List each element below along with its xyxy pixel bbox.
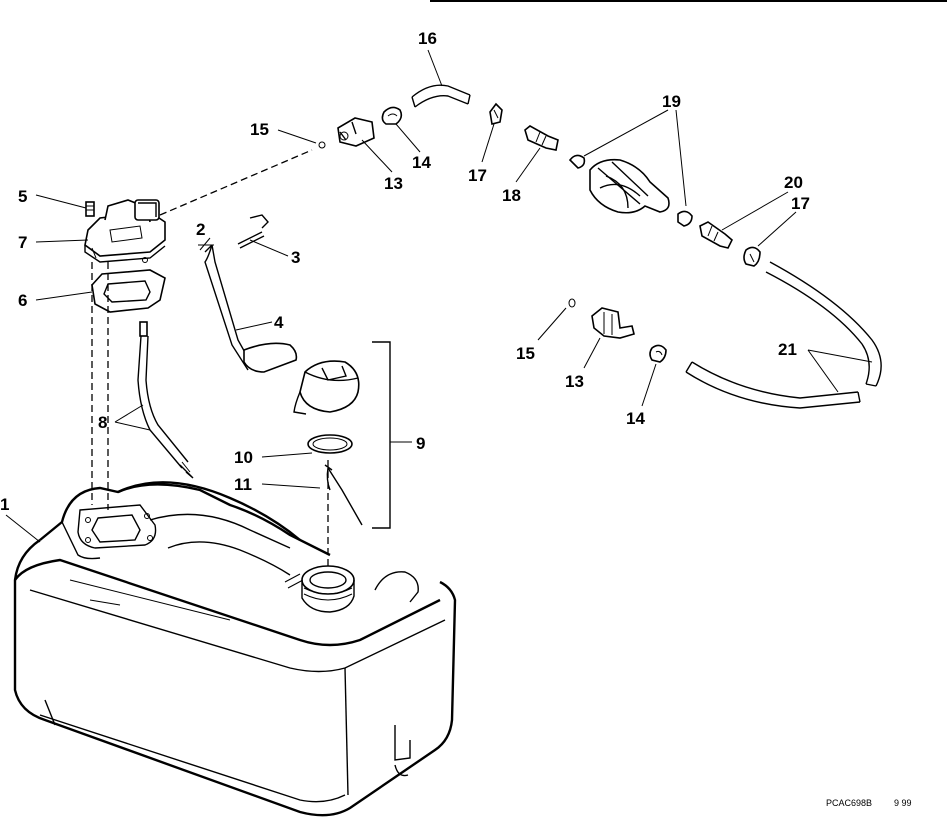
connector-13-lower: [591, 307, 635, 339]
o-ring-10: [307, 434, 353, 454]
callout-3: 3: [291, 248, 300, 267]
callout-5: 5: [18, 187, 27, 206]
callout-17-right: 17: [791, 194, 810, 213]
callout-17-upper: 17: [468, 166, 487, 185]
hose-21: [685, 261, 882, 409]
callout-19: 19: [662, 92, 681, 111]
callout-15-upper: 15: [250, 120, 269, 139]
o-ring-2: [142, 257, 148, 263]
callout-4: 4: [274, 313, 284, 332]
figure-code: PCAC698B: [826, 798, 872, 808]
assembly-line-fitting: [159, 149, 313, 216]
callout-14-lower: 14: [626, 409, 645, 428]
o-ring-15-upper: [318, 141, 326, 149]
callout-11: 11: [234, 475, 252, 494]
clamp-17-right: [743, 246, 761, 267]
fitting-18: [524, 125, 559, 151]
callout-14-upper: 14: [412, 153, 431, 172]
clamp-14-lower: [649, 344, 667, 363]
figure-date: 9 99: [894, 798, 912, 808]
fuel-fitting-housing: [84, 199, 166, 263]
callout-2: 2: [196, 220, 205, 239]
screw: [85, 201, 95, 217]
bracket-9: [372, 341, 391, 529]
fuel-tank: [13, 481, 457, 817]
callout-13-lower: 13: [565, 372, 584, 391]
clamp-17-upper: [489, 102, 503, 125]
tether-11: [324, 464, 363, 526]
callout-10: 10: [234, 448, 253, 467]
callout-16: 16: [418, 29, 437, 48]
pickup-tube: [137, 321, 194, 479]
clip-3: [237, 214, 269, 249]
callout-1: 1: [0, 495, 9, 514]
leader-lines: [5, 49, 873, 543]
fitting-20: [699, 221, 733, 249]
callout-18: 18: [502, 186, 521, 205]
gasket: [91, 269, 166, 313]
callout-21: 21: [778, 340, 797, 359]
callout-9: 9: [416, 434, 425, 453]
callout-6: 6: [18, 291, 27, 310]
callout-15-lower: 15: [516, 344, 535, 363]
fuel-gauge-cap: [293, 360, 360, 415]
connector-13-upper: [337, 117, 375, 147]
fuel-gauge-arm: [198, 244, 298, 373]
callout-8: 8: [98, 413, 107, 432]
callout-7: 7: [18, 233, 27, 252]
hose-16: [411, 84, 471, 108]
primer-bulb: [568, 154, 693, 227]
callout-20: 20: [784, 173, 803, 192]
o-ring-15-lower: [568, 298, 576, 308]
callout-13-upper: 13: [384, 174, 403, 193]
clamp-14-upper: [381, 106, 403, 125]
